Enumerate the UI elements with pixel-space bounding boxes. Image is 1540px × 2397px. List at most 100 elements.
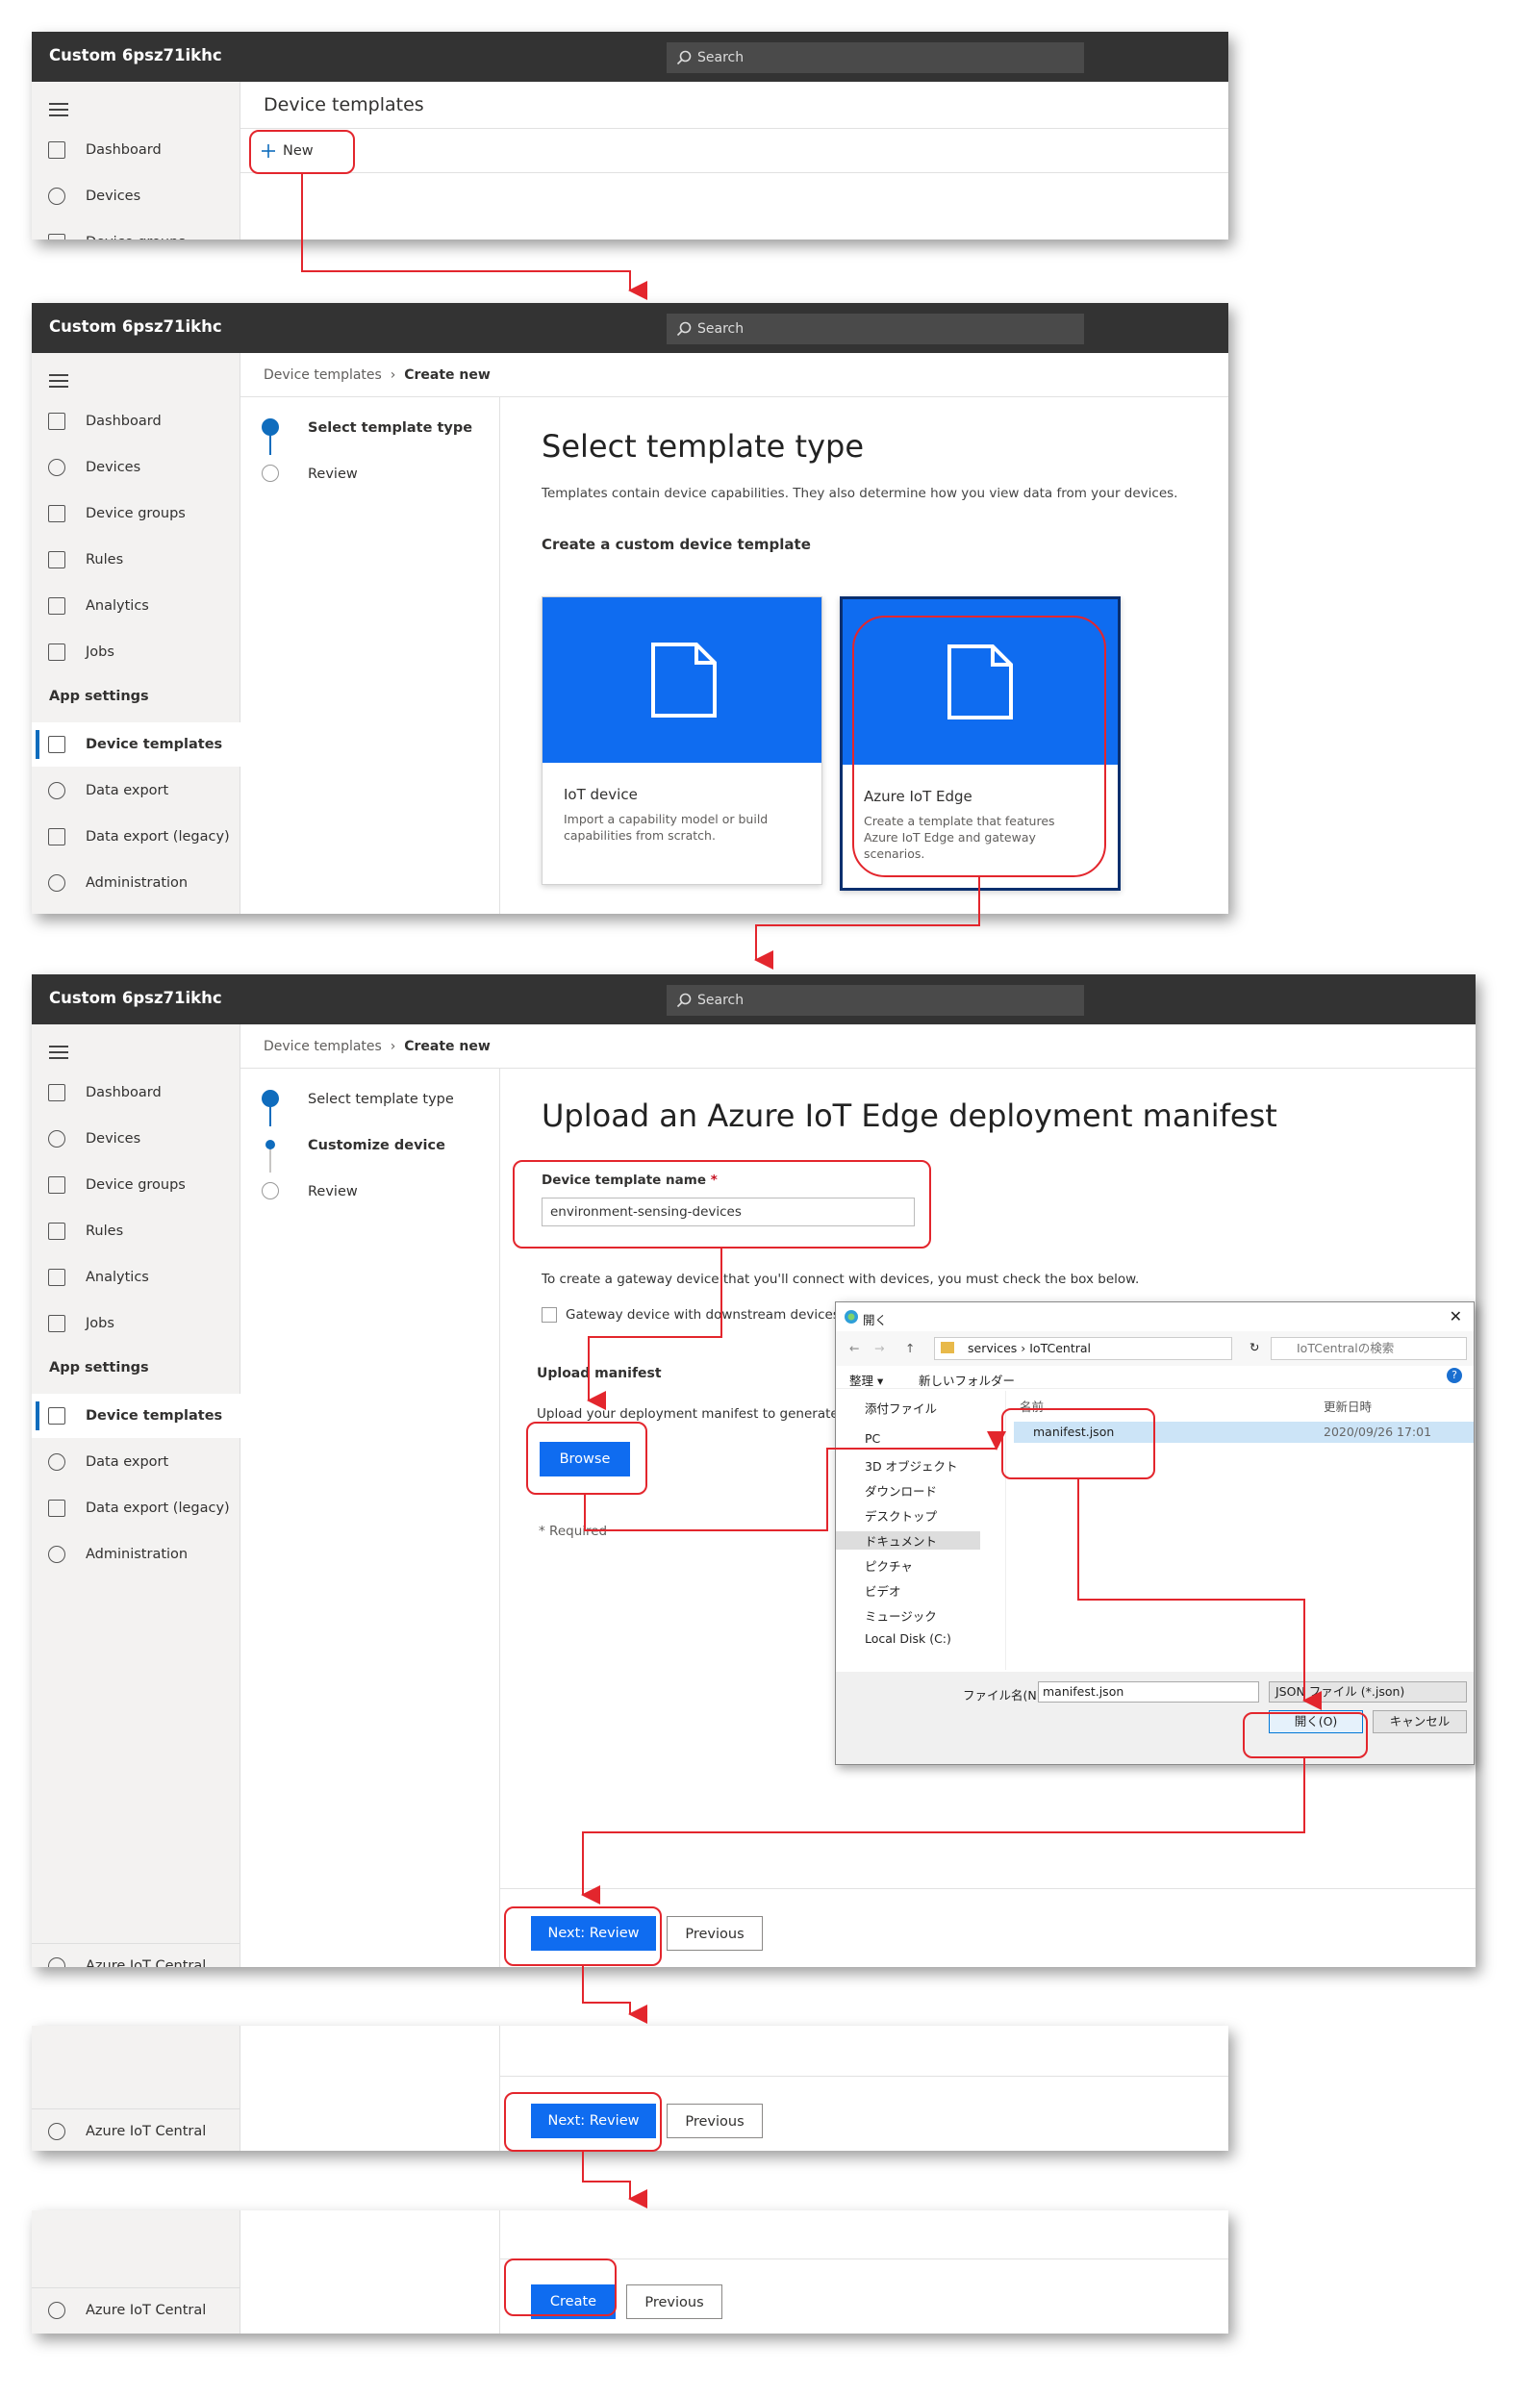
gateway-note: To create a gateway device that you'll c… [542,1272,1140,1287]
sidebar-item-dashboard[interactable]: Dashboard [32,1071,240,1115]
search-input[interactable]: Search [667,985,1084,1016]
close-icon[interactable]: ✕ [1449,1307,1462,1325]
card-title: Azure IoT Edge [864,788,972,805]
col-header-date[interactable]: 更新日時 [1324,1400,1373,1414]
sidebar-footer-azure-iot-central[interactable]: Azure IoT Central [32,2287,240,2332]
select-title: Select template type [542,428,864,465]
sidebar-item-device-groups[interactable]: Device groups [32,492,240,536]
back-icon[interactable]: ← [849,1341,860,1355]
sidebar-item-jobs[interactable]: Jobs [32,1301,240,1346]
browse-button[interactable]: Browse [540,1442,630,1476]
open-button[interactable]: 開く(O) [1269,1710,1363,1733]
forward-icon[interactable]: → [874,1341,885,1355]
sidebar-item-devices[interactable]: Devices [32,174,240,218]
tree-item[interactable]: ダウンロード [865,1484,938,1499]
breadcrumb-parent[interactable]: Device templates [264,367,382,383]
data-export-legacy-icon [48,828,65,845]
highlight-azure-iot-edge-card [852,616,1106,877]
dashboard-icon [48,1084,65,1101]
dialog-titlebar: 開く ✕ [836,1302,1474,1331]
panel-create: Azure IoT Central Create Previous [32,2210,1228,2334]
previous-button[interactable]: Previous [626,2284,722,2319]
sidebar-item-data-export[interactable]: Data export [32,1440,240,1484]
sidebar-item-data-export-legacy[interactable]: Data export (legacy) [32,815,240,859]
dashboard-icon [48,141,65,159]
highlight-next-review [504,1906,662,1966]
new-folder-button[interactable]: 新しいフォルダー [919,1374,1016,1388]
next-review-button[interactable]: Next: Review [531,1916,656,1951]
up-icon[interactable]: ↑ [905,1341,916,1355]
file-row-manifest[interactable]: manifest.json 2020/09/26 17:01 [1014,1422,1474,1443]
sidebar-footer-azure-iot-central[interactable]: Azure IoT Central [32,2108,240,2151]
address-bar-row: ← → ↑ services › IoTCentral ↻ IoTCentral… [836,1331,1474,1366]
previous-button[interactable]: Previous [667,2104,763,2138]
cancel-button[interactable]: キャンセル [1373,1710,1467,1733]
tree-item[interactable]: ピクチャ [865,1559,913,1574]
previous-button[interactable]: Previous [667,1916,763,1951]
highlight-next-review-2 [504,2092,662,2152]
card-iot-device[interactable]: IoT device Import a capability model or … [542,596,822,885]
help-icon[interactable]: ? [1447,1368,1462,1383]
refresh-icon[interactable]: ↻ [1250,1340,1260,1354]
sidebar-item-jobs[interactable]: Jobs [32,630,240,674]
devices-icon [48,1130,65,1148]
gateway-checkbox-label: Gateway device with downstream devices [566,1307,840,1323]
sidebar-item-dashboard[interactable]: Dashboard [32,128,240,172]
sidebar-item-analytics[interactable]: Analytics [32,1255,240,1299]
search-input[interactable]: Search [667,314,1084,344]
sidebar-item-data-export-legacy[interactable]: Data export (legacy) [32,1486,240,1530]
sidebar-item-device-groups[interactable]: Device groups [32,1163,240,1207]
gateway-checkbox[interactable] [542,1307,557,1323]
tree-item[interactable]: 3D オブジェクト [865,1459,958,1474]
sidebar: Azure IoT Central [32,2026,240,2151]
edge-icon [845,1310,858,1324]
organize-button[interactable]: 整理 ▾ [849,1374,884,1388]
sidebar-item-device-groups[interactable]: Device groups [32,220,240,240]
sidebar-item-dashboard[interactable]: Dashboard [32,399,240,443]
document-icon [947,644,1013,719]
hamburger-icon[interactable] [49,103,68,116]
col-header-name[interactable]: 名前 [1020,1400,1045,1414]
hamburger-icon[interactable] [49,1046,68,1059]
sidebar-item-analytics[interactable]: Analytics [32,584,240,628]
rules-icon [48,1223,65,1240]
name-label: Device template name * [542,1173,718,1188]
footer-bar: Create Previous [500,2258,1228,2334]
breadcrumb: Device templates › Create new [240,1024,1476,1069]
tree-item[interactable]: デスクトップ [865,1509,938,1524]
sidebar-item-administration[interactable]: Administration [32,1532,240,1577]
new-button[interactable]: New [260,139,314,164]
sidebar-item-devices[interactable]: Devices [32,1117,240,1161]
sidebar-footer-azure-iot-central[interactable]: Azure IoT Central [32,1943,240,1967]
tree-item[interactable]: PC [865,1431,881,1446]
tree-item[interactable]: 添付ファイル [865,1401,938,1416]
tree-item-selected[interactable]: ドキュメント [836,1531,980,1550]
dialog-search-input[interactable]: IoTCentralの検索 [1271,1337,1467,1360]
create-button[interactable]: Create [531,2284,616,2319]
device-groups-icon [48,505,65,522]
folder-tree: 添付ファイル PC 3D オブジェクト ダウンロード デスクトップ ドキュメント… [836,1391,999,1670]
template-name-input[interactable]: environment-sensing-devices [542,1198,915,1226]
sidebar-item-device-templates[interactable]: Device templates [32,722,240,767]
sidebar-item-device-templates[interactable]: Device templates [32,1394,240,1438]
tree-item[interactable]: Local Disk (C:) [865,1631,951,1646]
filename-input[interactable]: manifest.json [1038,1681,1259,1703]
sidebar-item-data-export[interactable]: Data export [32,769,240,813]
dialog-title: 開く [863,1313,888,1327]
hamburger-icon[interactable] [49,374,68,388]
panel-device-templates: Custom 6psz71ikhc Search Dashboard Devic… [32,32,1228,240]
address-bar[interactable]: services › IoTCentral [934,1337,1232,1360]
filename-label: ファイル名(N): [963,1688,1046,1703]
sidebar-item-devices[interactable]: Devices [32,445,240,490]
next-review-button[interactable]: Next: Review [531,2104,656,2138]
card-title: IoT device [564,786,638,803]
tree-item[interactable]: ビデオ [865,1584,901,1599]
search-input[interactable]: Search [667,42,1084,73]
sidebar-item-rules[interactable]: Rules [32,538,240,582]
breadcrumb-parent[interactable]: Device templates [264,1039,382,1054]
tree-item[interactable]: ミュージック [865,1609,937,1624]
sidebar-item-rules[interactable]: Rules [32,1209,240,1253]
top-bar: Custom 6psz71ikhc Search [32,974,1476,1024]
card-description: Create a template that features Azure Io… [864,814,1055,861]
sidebar-item-administration[interactable]: Administration [32,861,240,905]
